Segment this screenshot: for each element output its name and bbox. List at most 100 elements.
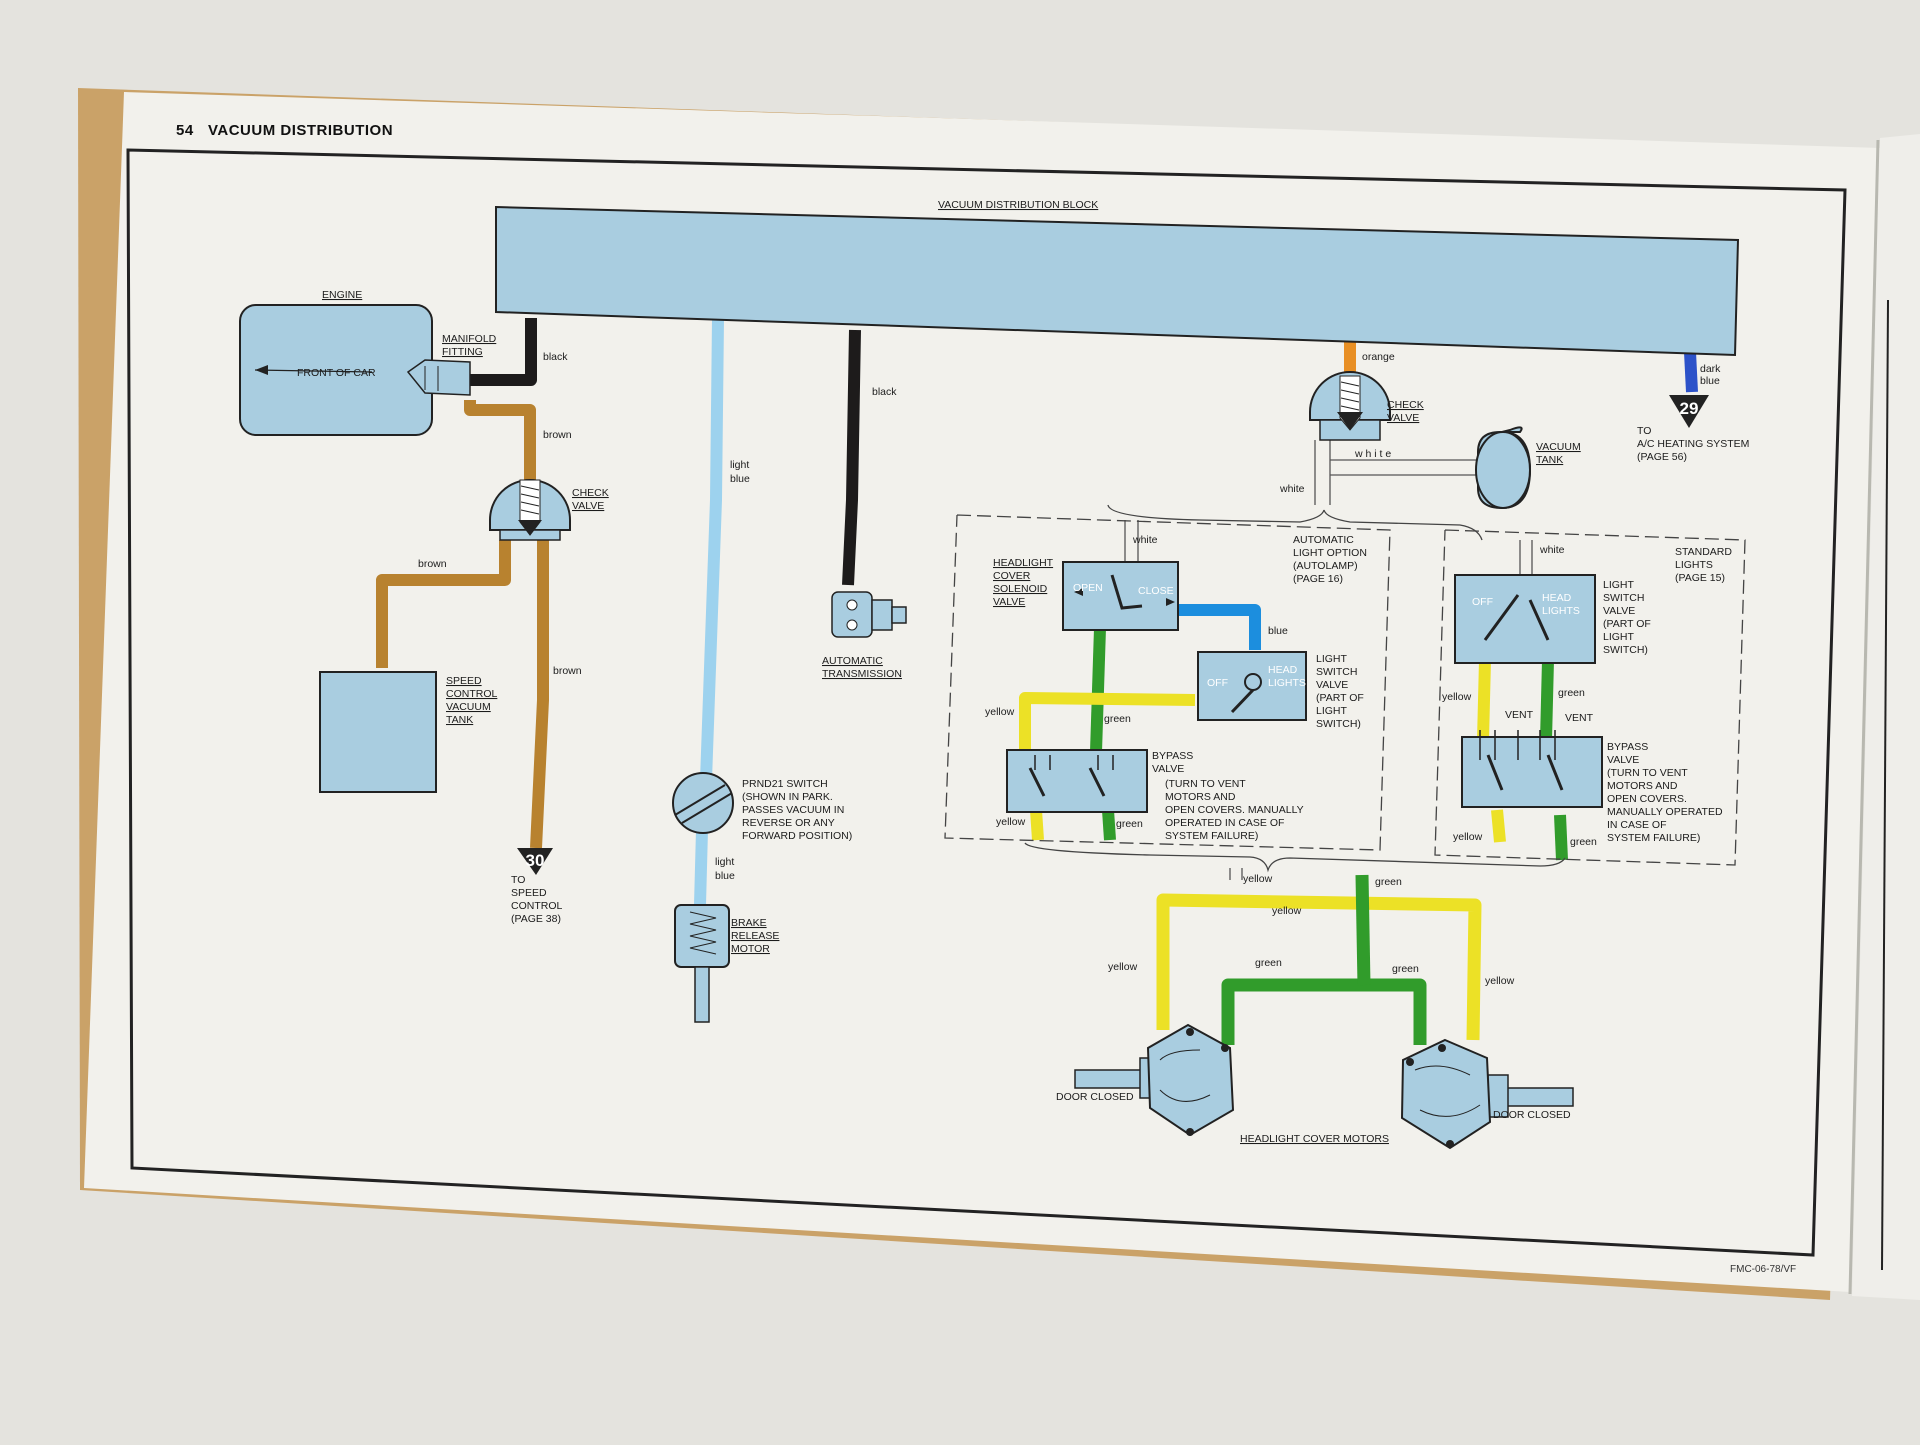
label-headlight-cover-motors: HEADLIGHT COVER MOTORS [1240, 1133, 1389, 1145]
switch-off-right: OFF [1472, 596, 1493, 608]
hose-label-brown-3: brown [553, 665, 582, 677]
hose-brown-speed-tank [376, 540, 511, 668]
hose-label-green-4: green [1570, 836, 1597, 848]
hose-label-green-1: green [1104, 713, 1131, 725]
switch-off-left: OFF [1207, 677, 1228, 689]
hose-brown-manifold-check [464, 400, 536, 490]
hose-yellow-right-out [1491, 809, 1506, 843]
svg-text:29: 29 [1680, 399, 1699, 418]
hose-green-right-out [1554, 814, 1568, 861]
hose-label-brown-2: brown [418, 558, 447, 570]
speed-control-vacuum-tank [319, 671, 437, 793]
hose-yellow-motors [1156, 893, 1482, 1041]
headlight-cover-motor-left [1074, 1023, 1235, 1137]
hose-light-blue-brake [694, 829, 708, 906]
speed-control-connector-30: 30 [517, 848, 553, 875]
check-valve-left [489, 479, 571, 541]
hose-label-yellow-7: yellow [1108, 961, 1138, 973]
hose-label-white-tank: w h i t e [1354, 448, 1391, 460]
hose-label-yellow-6: yellow [1272, 905, 1302, 917]
hose-label-black-1: black [543, 351, 568, 363]
label-door-closed-left: DOOR CLOSED [1056, 1091, 1134, 1103]
check-valve-right [1309, 371, 1391, 441]
hose-green-left-out [1102, 809, 1116, 841]
hose-label-green-7: green [1392, 963, 1419, 975]
hose-white-check [1314, 440, 1480, 505]
hose-label-green-3: green [1558, 687, 1585, 699]
hose-label-yellow-5: yellow [1243, 873, 1273, 885]
hose-yellow-left-out [1030, 809, 1044, 841]
switch-vent-right: VENT [1565, 712, 1594, 724]
hose-label-yellow-4: yellow [1453, 831, 1483, 843]
diagram-frame [126, 148, 1847, 1257]
prnd21-switch [672, 772, 734, 834]
headlight-cover-motor-right [1400, 1038, 1574, 1150]
page-number: 54 [176, 122, 194, 139]
hose-dark-blue [1684, 351, 1698, 393]
hose-black-manifold [465, 318, 537, 386]
hose-label-brown-1: brown [543, 429, 572, 441]
bypass-valve-left [1006, 749, 1148, 813]
bypass-valve-right [1461, 730, 1603, 808]
hose-label-orange: orange [1362, 351, 1395, 363]
light-switch-valve-left [1197, 651, 1307, 721]
headlight-cover-solenoid-valve [1062, 561, 1179, 631]
automatic-transmission-modulator [831, 591, 907, 638]
hose-green-solenoid [1090, 627, 1106, 753]
hose-label-green-5: green [1375, 876, 1402, 888]
hose-blue-solenoid [1142, 604, 1261, 650]
dashed-box-standard [1434, 529, 1746, 866]
hose-yellow-right-mid [1477, 659, 1491, 741]
hose-label-white-3: white [1539, 544, 1565, 556]
switch-open: OPEN [1073, 582, 1103, 594]
footer-code: FMC-06-78/VF [1730, 1264, 1796, 1275]
hose-yellow-left-top [1019, 692, 1196, 752]
label-prnd21-switch: PRND21 SWITCH(SHOWN IN PARK.PASSES VACUU… [742, 778, 852, 842]
hose-brown-speed-control [530, 540, 549, 849]
hose-green-trunk [1355, 874, 1371, 986]
label-door-closed-right: DOOR CLOSED [1493, 1109, 1571, 1121]
switch-vent-left: VENT [1505, 709, 1534, 721]
hose-label-white-1: white [1279, 483, 1305, 495]
hose-light-blue-main [700, 317, 724, 781]
vacuum-distribution-block [495, 205, 1740, 357]
paper-page [84, 92, 1880, 1292]
svg-text:30: 30 [526, 851, 545, 870]
hose-label-black-2: black [872, 386, 897, 398]
label-engine: ENGINE [322, 289, 362, 301]
hose-green-motors [1221, 978, 1427, 1045]
hose-label-yellow-8: yellow [1485, 975, 1515, 987]
hose-green-right-mid [1540, 659, 1554, 741]
ac-heating-connector-29: 29 [1669, 395, 1709, 428]
page-title: VACUUM DISTRIBUTION [208, 122, 393, 139]
hose-black-transmission [842, 329, 861, 586]
hose-label-yellow-2: yellow [996, 816, 1026, 828]
hose-label-yellow-1: yellow [985, 706, 1015, 718]
manifold-fitting [406, 359, 471, 396]
switch-close: CLOSE [1138, 585, 1174, 597]
hose-label-blue: blue [1268, 625, 1288, 637]
brake-release-motor [674, 904, 730, 1023]
